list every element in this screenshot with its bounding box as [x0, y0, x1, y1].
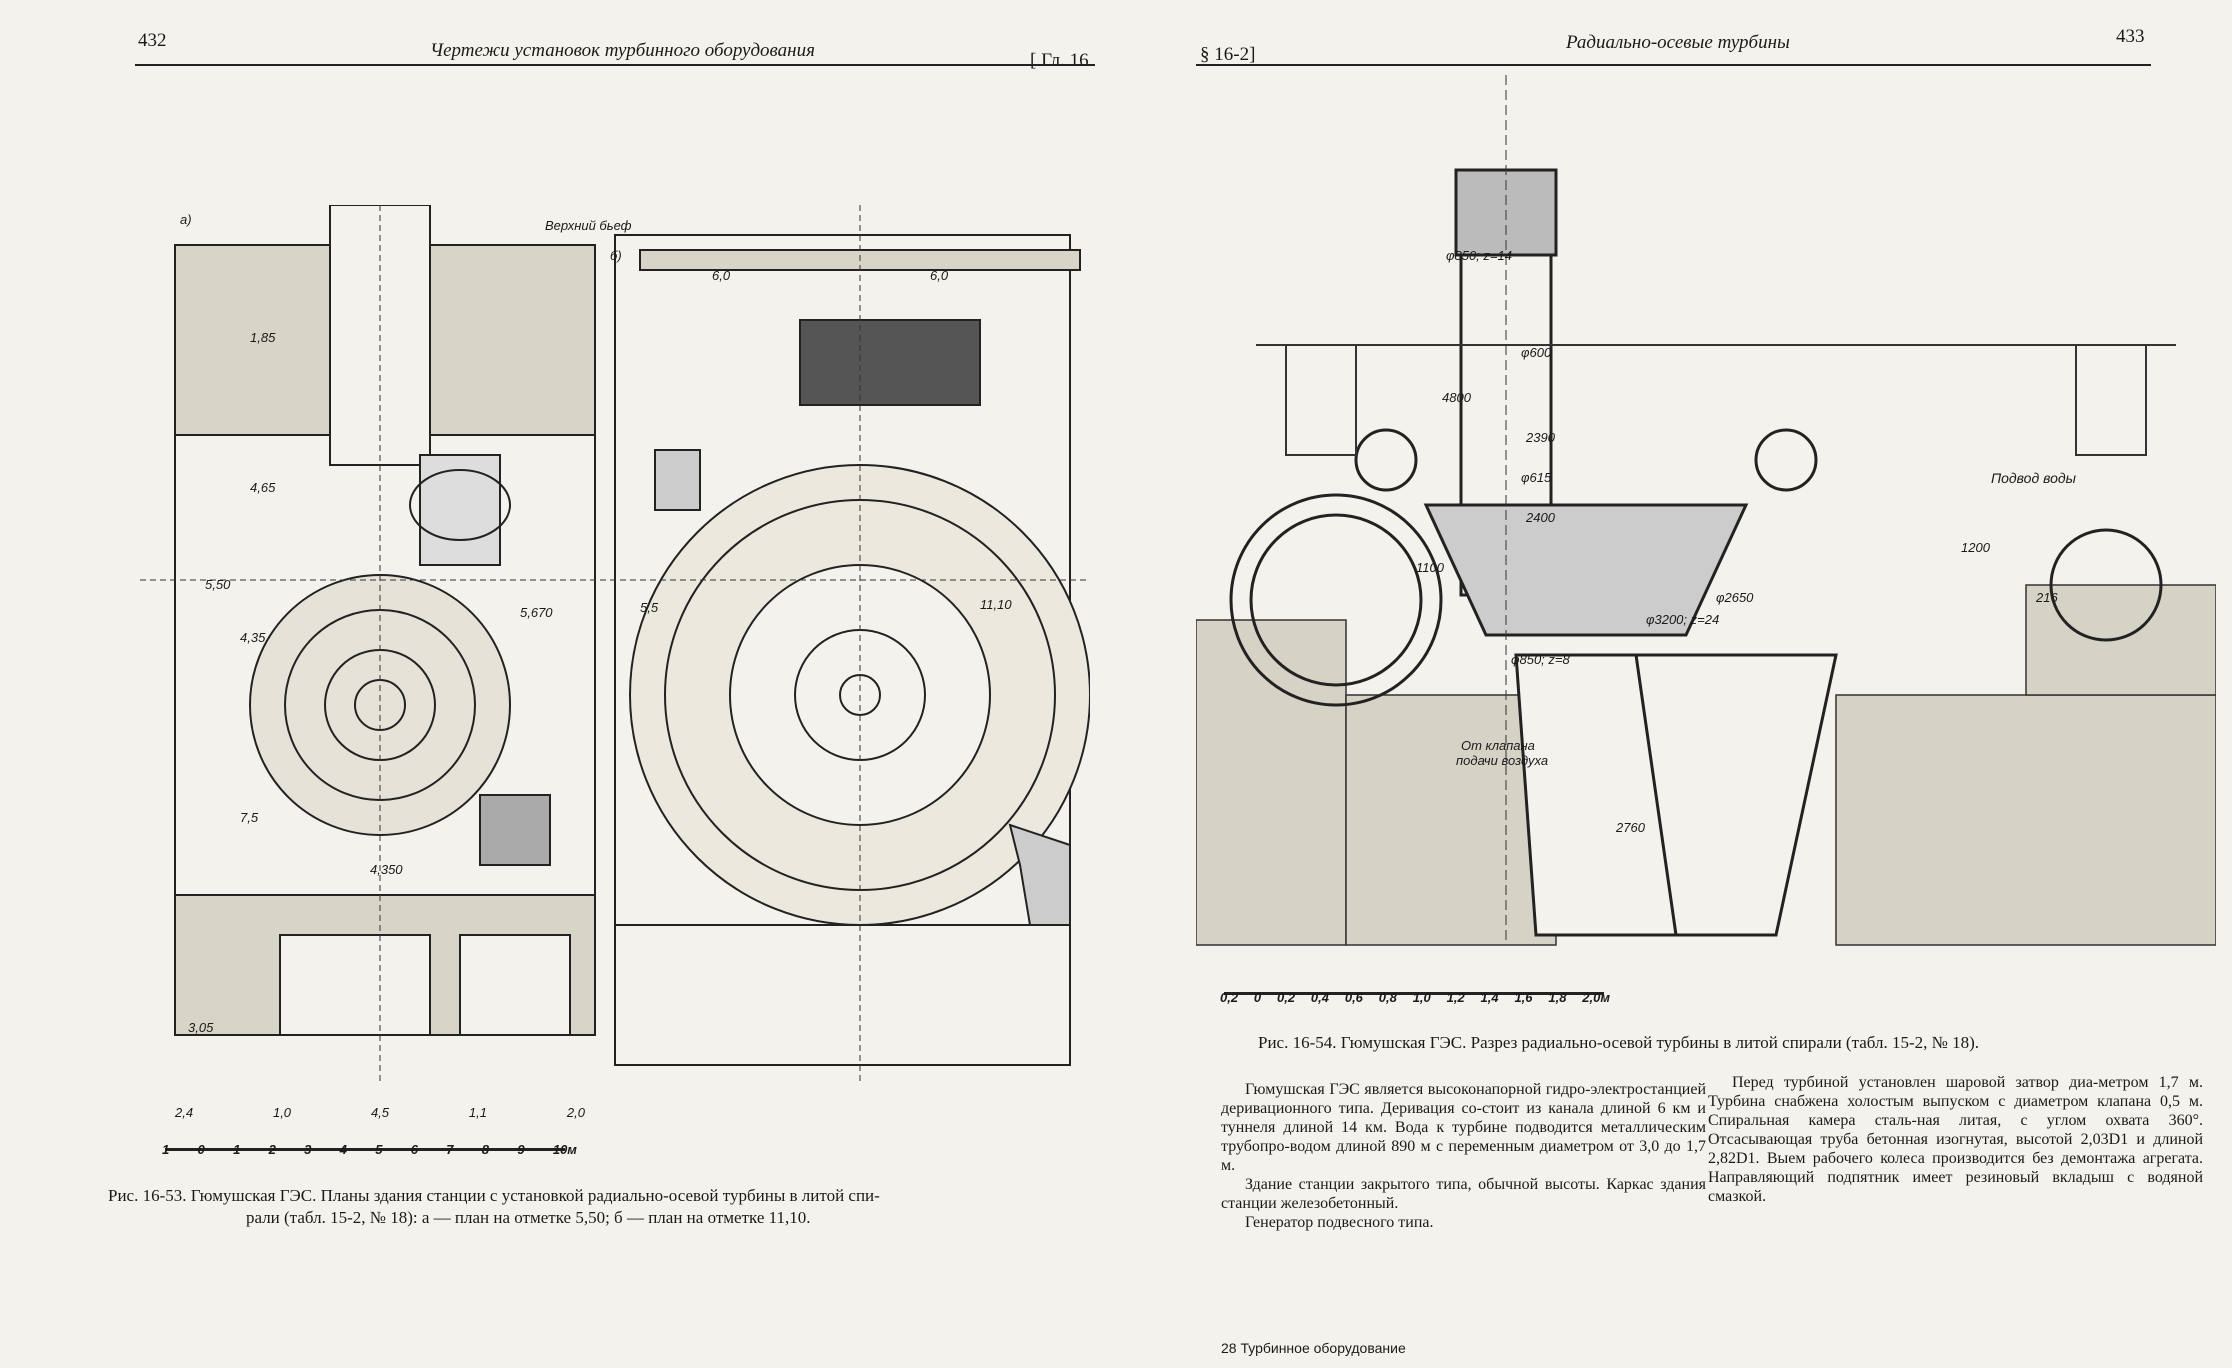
upstream-label: Верхний бьеф — [545, 218, 632, 233]
label-phi850-14: φ850; z=14 — [1446, 248, 1512, 263]
running-title-right: Радиально-осевые турбины — [1566, 32, 1790, 53]
running-title-left: Чертежи установок турбинного оборудовани… — [430, 40, 815, 61]
scale-ticks-right: 0,2 0 0,2 0,4 0,6 0,8 1,0 1,2 1,4 1,6 1,… — [1220, 990, 1610, 1005]
paragraph: Гюмушская ГЭС является высоконапорной ги… — [1221, 1081, 1706, 1174]
figure-caption-right: Рис. 16-54. Гюмушская ГЭС. Разрез радиал… — [1258, 1033, 1980, 1052]
text-column-2: Перед турбиной установлен шаровой затвор… — [1708, 1073, 2203, 1206]
page-number-left: 432 — [138, 30, 167, 51]
scale-ticks-left: 1 0 1 2 3 4 5 6 7 8 9 10м — [162, 1142, 577, 1157]
paragraph: Здание станции закрытого типа, обычной в… — [1221, 1176, 1706, 1212]
scale-bar-left — [165, 1148, 565, 1151]
dim-4: 7,5 — [240, 810, 259, 825]
chapter-ref: [ Гл. 16 — [1030, 50, 1089, 71]
dim-5: 5,670 — [520, 605, 553, 620]
label-1200: 1200 — [1961, 540, 1990, 555]
text-column-1: Гюмушская ГЭС является высоконапорной ги… — [1221, 1080, 1706, 1232]
label-4800: 4800 — [1442, 390, 1471, 405]
label-2390: 2390 — [1526, 430, 1555, 445]
dim-2: 4,65 — [250, 480, 276, 495]
scale-bar-right — [1224, 992, 1604, 995]
label-216: 216 — [2036, 590, 2058, 605]
paragraph: Перед турбиной установлен шаровой затвор… — [1708, 1074, 2204, 1205]
label-phi3200: φ3200; z=24 — [1646, 612, 1720, 627]
header-rule-left — [135, 64, 1095, 66]
label-1100: 1100 — [1416, 560, 1444, 575]
bottom-dims: 2,4 1,0 4,5 1,1 2,0 — [175, 1105, 585, 1120]
label-phi600: φ600 — [1521, 345, 1552, 360]
dim-1: 1,85 — [250, 330, 276, 345]
section-ref: § 16-2] — [1200, 44, 1256, 65]
label-2760: 2760 — [1616, 820, 1645, 835]
label-phi615: φ615 — [1521, 470, 1552, 485]
figure-caption-left: Рис. 16-53. Гюмушская ГЭС. Планы здания … — [108, 1186, 880, 1227]
dim-3: 4,35 — [240, 630, 266, 645]
paragraph: Генератор подвесного типа. — [1245, 1214, 1434, 1231]
dim-8: 3,05 — [188, 1020, 214, 1035]
left-page: 432 Чертежи установок турбинного оборудо… — [108, 30, 1095, 1227]
water-supply-label: Подвод воды — [1991, 470, 2076, 486]
header-rule-right — [1196, 64, 2151, 66]
label-phi850-8: φ850; z=8 — [1511, 652, 1570, 667]
dim-7: 4,350 — [370, 862, 403, 877]
dim-10: 6,0 — [930, 268, 949, 283]
label-phi2650: φ2650 — [1716, 590, 1754, 605]
plan-drawing — [140, 205, 1090, 1085]
right-page: § 16-2] Радиально-осевые турбины 433 — [1116, 0, 2232, 1368]
label-2400: 2400 — [1526, 510, 1555, 525]
air-valve-label-2: подачи воздуха — [1456, 753, 1549, 768]
turbine-section-drawing — [1196, 75, 2216, 946]
air-valve-label-1: От клапана — [1461, 738, 1535, 753]
page-footer: 28 Турбинное оборудование — [1221, 1340, 1406, 1356]
dim-11: 5,5 — [640, 600, 659, 615]
dim-6: 5,50 — [205, 577, 231, 592]
label-b: б) — [610, 248, 622, 263]
page-number-right: 433 — [2116, 26, 2145, 47]
dim-12: 11,10 — [980, 597, 1012, 612]
label-a: а) — [180, 212, 192, 227]
dim-9: 6,0 — [712, 268, 731, 283]
